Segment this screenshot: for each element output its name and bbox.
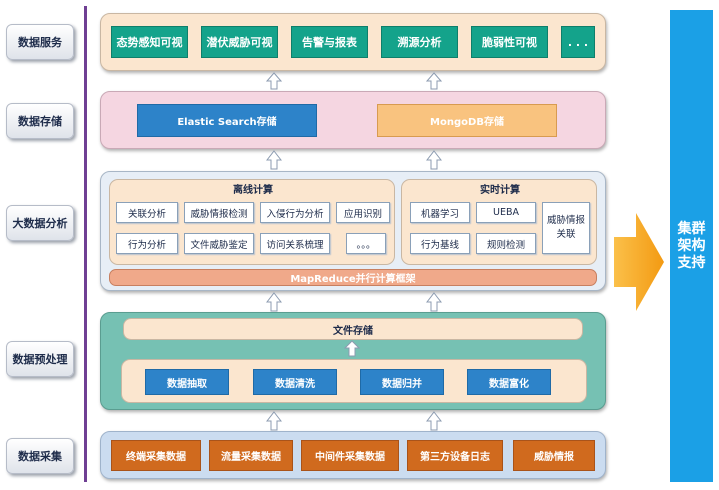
storage-layer: Elastic Search存储 MongoDB存储 xyxy=(100,91,606,149)
storage-mongodb: MongoDB存储 xyxy=(377,104,557,137)
offline-compute-title: 离线计算 xyxy=(233,184,273,196)
offline-item-correlation: 关联分析 xyxy=(116,202,178,223)
offline-item-behavior-analysis: 行为分析 xyxy=(116,233,178,254)
up-arrow-icon xyxy=(344,340,360,357)
file-storage-bar: 文件存储 xyxy=(123,318,583,340)
collect-traffic-data: 流量采集数据 xyxy=(209,440,293,471)
service-latent-threat: 潜伏威胁可视 xyxy=(201,26,278,58)
cluster-text-line2: 架构 xyxy=(677,237,706,254)
up-arrow-icon xyxy=(426,411,442,431)
offline-item-access-relations: 访问关系梳理 xyxy=(260,233,330,254)
service-trace-analysis: 溯源分析 xyxy=(381,26,458,58)
offline-item-threat-intel-detect: 威胁情报检测 xyxy=(184,202,254,223)
label-data-collection: 数据采集 xyxy=(6,438,74,474)
step-data-merging: 数据归并 xyxy=(360,369,444,395)
preprocess-steps-panel: 数据抽取 数据清洗 数据归并 数据富化 xyxy=(121,359,587,403)
realtime-item-machine-learning: 机器学习 xyxy=(410,202,470,223)
step-data-extraction: 数据抽取 xyxy=(145,369,229,395)
services-layer: 态势感知可视 潜伏威胁可视 告警与报表 溯源分析 脆弱性可视 . . . xyxy=(100,13,606,71)
label-data-storage: 数据存储 xyxy=(6,103,74,139)
up-arrow-icon xyxy=(266,72,282,90)
collect-third-party-logs: 第三方设备日志 xyxy=(407,440,503,471)
preprocess-layer: 文件存储 数据抽取 数据清洗 数据归并 数据富化 xyxy=(100,312,606,410)
right-arrow-icon xyxy=(614,213,664,311)
up-arrow-icon xyxy=(426,72,442,90)
service-situation-awareness: 态势感知可视 xyxy=(111,26,188,58)
offline-item-app-identify: 应用识别 xyxy=(336,202,390,223)
step-data-cleaning: 数据清洗 xyxy=(253,369,337,395)
service-vulnerability: 脆弱性可视 xyxy=(471,26,548,58)
step-data-enrichment: 数据富化 xyxy=(467,369,551,395)
up-arrow-icon xyxy=(266,411,282,431)
realtime-item-threat-intel-correlation: 威胁情报关联 xyxy=(542,202,590,254)
collection-layer: 终端采集数据 流量采集数据 中间件采集数据 第三方设备日志 威胁情报 xyxy=(100,431,606,479)
service-alerts-reports: 告警与报表 xyxy=(291,26,368,58)
storage-elastic-search: Elastic Search存储 xyxy=(137,104,317,137)
up-arrow-icon xyxy=(426,150,442,170)
collect-terminal-data: 终端采集数据 xyxy=(111,440,201,471)
collect-threat-intel: 威胁情报 xyxy=(513,440,595,471)
label-data-services: 数据服务 xyxy=(6,24,74,60)
realtime-item-ueba: UEBA xyxy=(476,202,536,223)
offline-item-intrusion-analysis: 入侵行为分析 xyxy=(260,202,330,223)
label-data-preprocessing: 数据预处理 xyxy=(6,341,74,377)
service-more: . . . xyxy=(561,26,595,58)
mapreduce-framework-bar: MapReduce并行计算框架 xyxy=(109,269,597,286)
offline-item-more: 。。。 xyxy=(346,233,386,254)
realtime-item-rule-detection: 规则检测 xyxy=(476,233,536,254)
up-arrow-icon xyxy=(266,292,282,312)
left-axis-line xyxy=(84,6,87,482)
cluster-support-bar: 集群 架构 支持 xyxy=(670,10,713,482)
label-big-data-analysis: 大数据分析 xyxy=(6,205,74,241)
analysis-layer: 离线计算 关联分析 威胁情报检测 入侵行为分析 应用识别 行为分析 文件威胁鉴定… xyxy=(100,171,606,291)
offline-compute-panel: 离线计算 关联分析 威胁情报检测 入侵行为分析 应用识别 行为分析 文件威胁鉴定… xyxy=(109,179,395,265)
realtime-compute-panel: 实时计算 机器学习 UEBA 威胁情报关联 行为基线 规则检测 xyxy=(401,179,597,265)
collect-middleware-data: 中间件采集数据 xyxy=(301,440,399,471)
cluster-text-line3: 支持 xyxy=(677,254,706,271)
up-arrow-icon xyxy=(426,292,442,312)
up-arrow-icon xyxy=(266,150,282,170)
cluster-text-line1: 集群 xyxy=(677,220,706,237)
realtime-compute-title: 实时计算 xyxy=(480,184,520,196)
realtime-item-behavior-baseline: 行为基线 xyxy=(410,233,470,254)
offline-item-file-threat: 文件威胁鉴定 xyxy=(184,233,254,254)
